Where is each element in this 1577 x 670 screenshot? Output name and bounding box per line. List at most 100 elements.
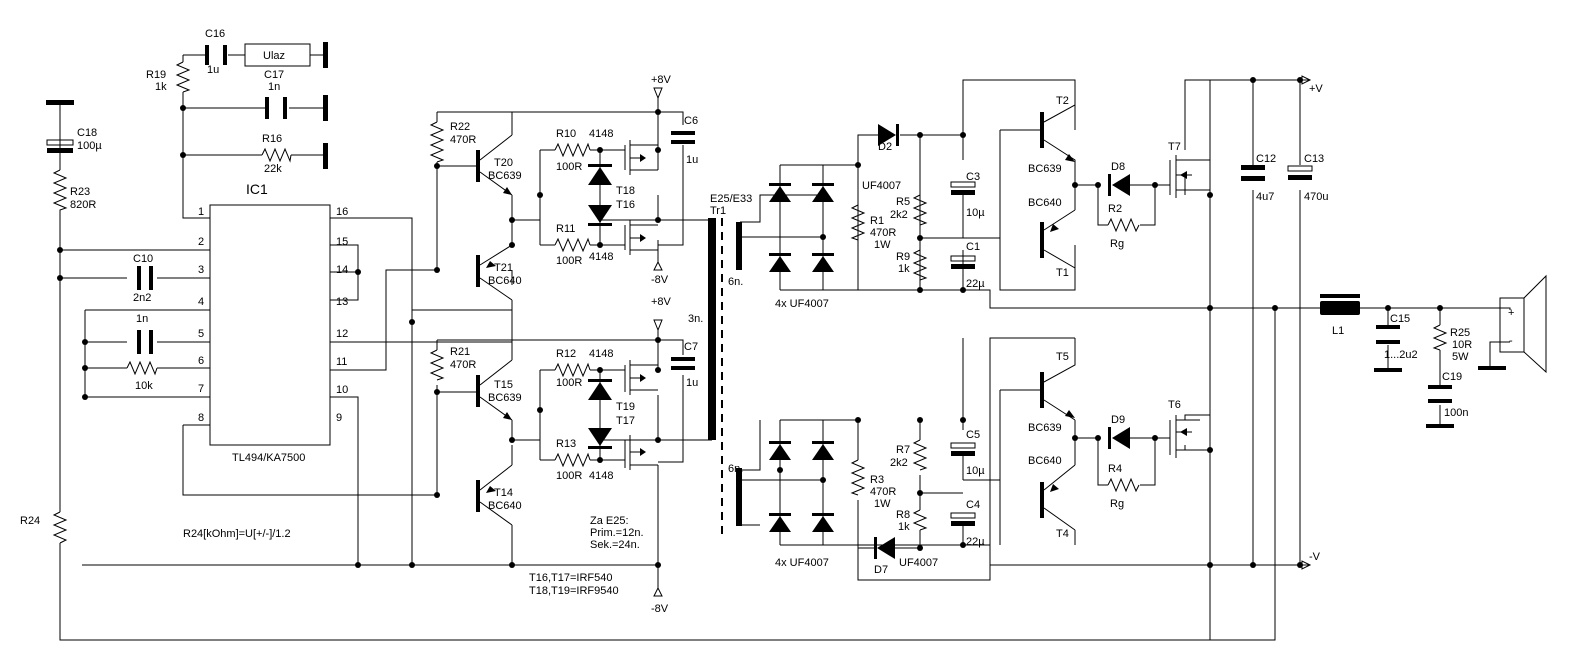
label-r24: R24 [20, 515, 40, 527]
label-d7-value: UF4007 [899, 557, 938, 569]
resistors-r10-r13 [554, 142, 591, 468]
capacitors-c6-c7 [671, 131, 695, 370]
capacitor-c19 [1426, 385, 1454, 428]
label-r23: R23 [70, 186, 90, 198]
label-prim: Prim.=12n. [590, 527, 644, 539]
label-r25: R25 [1450, 327, 1470, 339]
rail-minus8v-bottom: -8V [651, 603, 669, 615]
resistor-r25 [1432, 324, 1448, 351]
label-c15: C15 [1390, 313, 1410, 325]
rail-minus8v-top: -8V [651, 274, 669, 286]
ic1-ref: IC1 [246, 181, 268, 197]
label-d7: D7 [874, 564, 888, 576]
label-r1: R1 [870, 215, 884, 227]
transformer-tr1 [708, 218, 742, 535]
resistor-r22 [429, 121, 445, 163]
resistors-r5-r9-r7-r8 [912, 135, 928, 531]
ic1-pin-16: 16 [336, 206, 348, 218]
label-bridge-top: 4x UF4007 [775, 298, 829, 310]
label-t4-value: BC640 [1028, 455, 1062, 467]
label-c17-value: 1n [268, 81, 280, 93]
label-r8-value: 1k [898, 521, 910, 533]
diodes-d8-d9 [1108, 174, 1130, 449]
label-c16: C16 [205, 28, 225, 40]
ic1-pin-3: 3 [198, 264, 204, 276]
label-6n-top: 6n. [728, 276, 743, 288]
ic1-pin-1: 1 [198, 206, 204, 218]
label-c16-value: 1u [207, 64, 219, 76]
capacitors-c3-c1-c5-c4 [950, 181, 976, 526]
label-r4-value: Rg [1110, 498, 1124, 510]
label-d8: D8 [1111, 161, 1125, 173]
ic1-pin-15: 15 [336, 236, 348, 248]
label-3n: 3n. [688, 313, 703, 325]
label-c13-value: 470u [1304, 191, 1328, 203]
label-c1: C1 [966, 241, 980, 253]
transistor-t14 [476, 464, 513, 526]
label-t2-value: BC639 [1028, 163, 1062, 175]
capacitor-c15 [1374, 325, 1402, 372]
rail-plus8v-top: +8V [651, 74, 672, 86]
label-c12-value: 4u7 [1256, 191, 1274, 203]
transistors-t5-t4 [1040, 338, 1076, 531]
label-r24-formula: R24[kOhm]=U[+/-]/1.2 [183, 528, 291, 540]
label-sek: Sek.=24n. [590, 539, 640, 551]
label-r16-value: 22k [264, 163, 282, 175]
label-c17: C17 [264, 69, 284, 81]
resistor-r16 [261, 147, 292, 163]
capacitors-c12-c13 [1241, 165, 1313, 181]
ic1-pin-5: 5 [198, 328, 204, 340]
label-r10-value: 100R [556, 161, 582, 173]
label-c19: C19 [1442, 371, 1462, 383]
mosfets-t7-t6 [1169, 155, 1210, 458]
label-d4148-c: 4148 [589, 348, 613, 360]
label-r13-value: 100R [556, 470, 582, 482]
label-t5: T5 [1056, 351, 1069, 363]
speaker-plus: + [1508, 307, 1514, 319]
label-t6: T6 [1168, 399, 1181, 411]
label-r12-value: 100R [556, 377, 582, 389]
label-r11-value: 100R [556, 255, 582, 267]
ic1-pin-4: 4 [198, 296, 204, 308]
rail-minus-v: -V [1309, 551, 1321, 563]
label-c18: C18 [77, 127, 97, 139]
label-c10-value: 2n2 [133, 292, 151, 304]
label-c18-value: 100µ [77, 140, 102, 152]
label-t4: T4 [1056, 528, 1069, 540]
label-r7-value: 2k2 [890, 457, 908, 469]
label-c4: C4 [966, 499, 980, 511]
label-t20-value: BC639 [488, 170, 522, 182]
label-r5-value: 2k2 [890, 209, 908, 221]
label-r16: R16 [262, 133, 282, 145]
label-r3: R3 [870, 474, 884, 486]
label-t2: T2 [1056, 95, 1069, 107]
label-za-e25: Za E25: [590, 515, 629, 527]
label-c3-value: 10µ [966, 207, 985, 219]
ic1-pin-6: 6 [198, 355, 204, 367]
capacitor-c17 [265, 97, 287, 119]
label-t14-value: BC640 [488, 500, 522, 512]
rail-plus-v: +V [1309, 83, 1323, 95]
transistor-t15 [476, 359, 513, 421]
label-c13: C13 [1304, 153, 1324, 165]
label-c5: C5 [966, 429, 980, 441]
label-r2-value: Rg [1110, 238, 1124, 250]
label-r4: R4 [1108, 463, 1122, 475]
label-r11: R11 [556, 223, 575, 235]
label-l1: L1 [1332, 325, 1344, 337]
resistor-r23 [52, 169, 68, 225]
ic1-part: TL494/KA7500 [232, 452, 305, 464]
label-1n: 1n [136, 313, 148, 325]
capacitor-c10 [137, 266, 153, 290]
label-t21: T21 [494, 262, 513, 274]
label-t14: T14 [494, 487, 513, 499]
label-c15-value: 1...2u2 [1384, 349, 1418, 361]
label-c6: C6 [684, 115, 698, 127]
mosfets-t16-t19 [624, 140, 658, 470]
label-c3: C3 [966, 171, 980, 183]
label-bridge-bottom: 4x UF4007 [775, 557, 829, 569]
label-c4-value: 22µ [966, 536, 985, 548]
input-ulaz-box [244, 43, 311, 67]
label-r3-power: 1W [874, 498, 891, 510]
label-r21: R21 [450, 346, 470, 358]
